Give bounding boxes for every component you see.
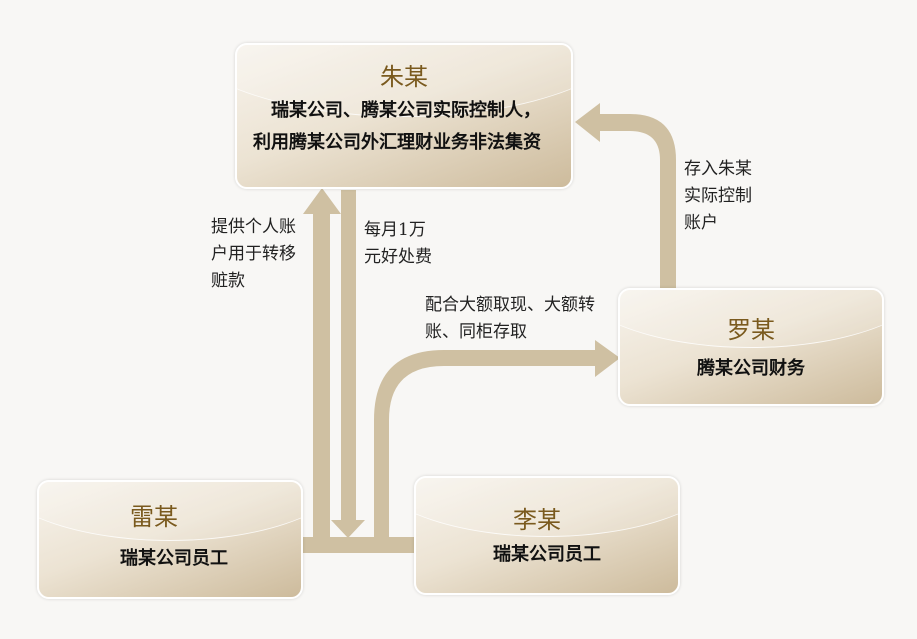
node-name: 罗某 — [727, 316, 775, 344]
node-desc: 瑞某公司、腾某公司实际控制人，利用腾某公司外汇理财业务非法集资 — [253, 100, 541, 153]
node-name: 雷某 — [130, 503, 178, 531]
node-name: 李某 — [513, 506, 561, 534]
arrow-luo-to-zhu — [575, 103, 676, 290]
arrow-lei-to-zhu — [303, 188, 341, 538]
node-desc: 瑞某公司员工 — [120, 548, 228, 569]
connector-bar — [300, 537, 416, 553]
node-desc: 瑞某公司员工 — [493, 544, 601, 565]
node-name: 朱某 — [380, 63, 428, 91]
label-zhu-to-lei: 每月1万元好处费 — [364, 220, 432, 267]
node-li: 李某 瑞某公司员工 — [414, 476, 680, 595]
node-zhu: 朱某 瑞某公司、腾某公司实际控制人，利用腾某公司外汇理财业务非法集资 — [235, 43, 573, 189]
label-luo-to-zhu: 存入朱某实际控制账户 — [684, 159, 752, 233]
arrow-li-to-luo — [374, 340, 620, 545]
node-luo: 罗某 腾某公司财务 — [618, 288, 884, 406]
label-li-to-luo: 配合大额取现、大额转账、同柜存取 — [425, 295, 595, 342]
node-desc: 腾某公司财务 — [697, 358, 805, 379]
label-lei-to-zhu: 提供个人账户用于转移赃款 — [211, 217, 296, 291]
node-lei: 雷某 瑞某公司员工 — [37, 480, 303, 599]
arrow-zhu-to-lei — [331, 190, 365, 538]
